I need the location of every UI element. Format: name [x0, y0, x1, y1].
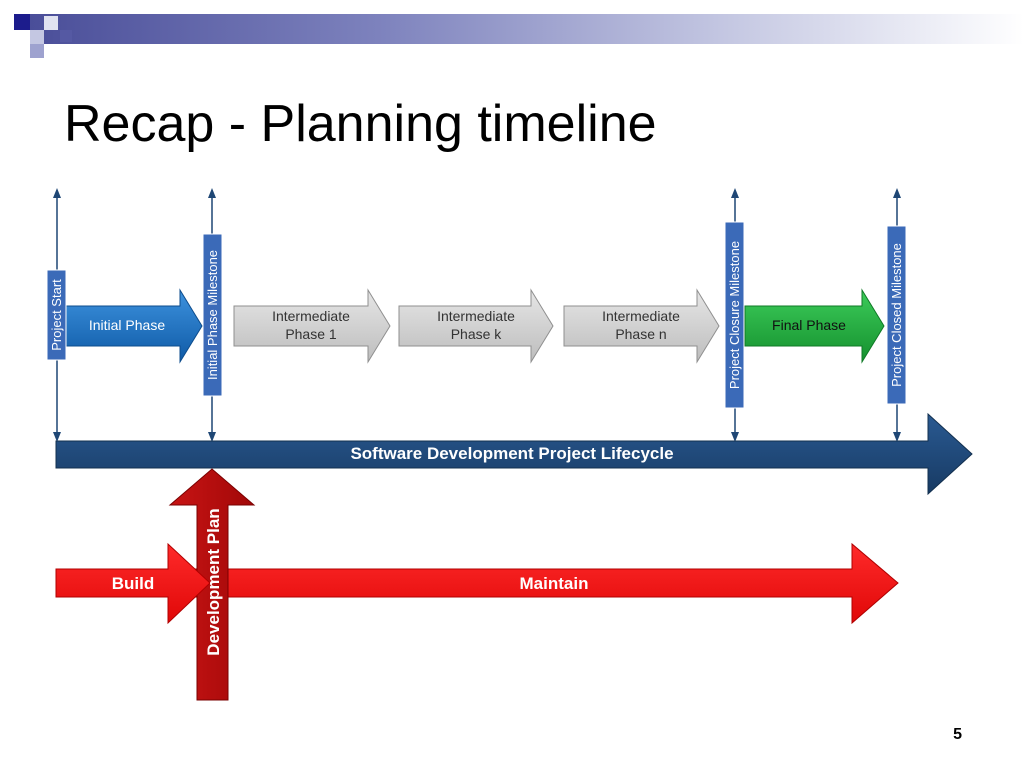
milestone-text-initial-phase: Initial Phase Milestone — [205, 250, 220, 380]
maintain-arrow — [191, 542, 899, 625]
header-square-mid — [30, 44, 44, 58]
phase-arrow-intermediate-k — [398, 288, 554, 364]
phase-label-intermediate-k-line2: Phase k — [451, 326, 503, 342]
milestone-text-project-closure: Project Closure Milestone — [727, 241, 742, 389]
header-gradient-bar — [30, 14, 1024, 44]
maintain-label: Maintain — [520, 574, 589, 593]
phase-arrow-intermediate-1 — [233, 288, 391, 364]
page-number: 5 — [953, 726, 962, 743]
header-square-light-2 — [44, 16, 58, 30]
lifecycle-label: Software Development Project Lifecycle — [350, 444, 673, 463]
milestone-label-project-closed: Project Closed Milestone — [886, 225, 907, 405]
header-square-light — [30, 30, 44, 44]
milestone-text-project-start: Project Start — [49, 279, 64, 351]
phase-label-intermediate-1-line1: Intermediate — [272, 308, 350, 324]
phase-label-final: Final Phase — [772, 317, 846, 333]
phase-label-initial: Initial Phase — [89, 317, 165, 333]
phase-arrow-intermediate-n — [563, 288, 720, 364]
milestone-text-project-closed: Project Closed Milestone — [889, 243, 904, 387]
build-label: Build — [112, 574, 155, 593]
milestone-label-project-start: Project Start — [46, 269, 67, 361]
phase-arrow-initial — [65, 288, 203, 364]
slide-title: Recap - Planning timeline — [64, 95, 657, 153]
development-plan-label: Development Plan — [204, 508, 223, 655]
build-arrow — [55, 542, 211, 625]
lifecycle-arrow — [55, 412, 973, 496]
header-square-small — [60, 30, 72, 42]
phase-label-intermediate-1-line2: Phase 1 — [285, 326, 337, 342]
phase-arrow-final — [744, 288, 885, 364]
development-plan-arrow — [168, 468, 256, 701]
phase-label-intermediate-n-line2: Phase n — [615, 326, 666, 342]
milestone-label-initial-phase: Initial Phase Milestone — [202, 233, 223, 397]
header-square-dark — [14, 14, 30, 30]
phase-label-intermediate-k-line1: Intermediate — [437, 308, 515, 324]
phase-label-intermediate-n-line1: Intermediate — [602, 308, 680, 324]
milestone-label-project-closure: Project Closure Milestone — [724, 221, 745, 409]
